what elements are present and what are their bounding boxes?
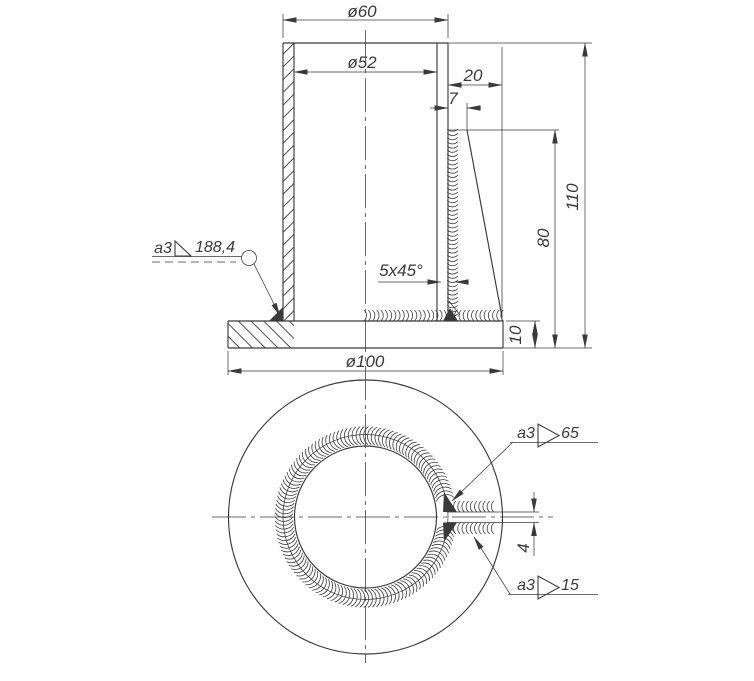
weld-bead-rib-upper xyxy=(453,500,495,513)
weld-bead-rib-to-tube xyxy=(446,128,459,317)
weld-annotation-circumferential: a3 188,4 xyxy=(152,239,281,317)
chamfer-note: 5x45° xyxy=(378,261,469,285)
weld2-value: 65 xyxy=(561,425,579,442)
dim-rib-bottom-width: 20 xyxy=(447,47,503,321)
fillet-weld-symbol-icon xyxy=(537,423,561,448)
dim-plate-diameter: ø100 xyxy=(227,351,504,375)
front-view: ø60 ø52 20 7 80 110 xyxy=(152,2,592,663)
weld-bead-rib-lower xyxy=(453,522,495,535)
dim-total-height: 110 xyxy=(448,42,592,349)
dim-rib-top-width: 7 xyxy=(430,89,481,130)
plate-thickness-label: 10 xyxy=(506,325,525,344)
dim-plate-thickness: 10 xyxy=(506,320,540,349)
tube-outline xyxy=(282,42,449,321)
dim-inner-diameter: ø52 xyxy=(293,53,438,75)
rib-top-width-label: 7 xyxy=(448,89,458,108)
plate-diameter-label: ø100 xyxy=(346,352,385,371)
weld1-prefix: a3 xyxy=(154,240,172,257)
rib-thickness-label: 4 xyxy=(514,543,533,552)
chamfer-label: 5x45° xyxy=(379,261,423,280)
weld-bead-plate-left xyxy=(363,309,447,322)
weld-all-around-icon xyxy=(241,250,257,266)
plate-hatch xyxy=(228,321,294,348)
left-fillet-weld-triangle xyxy=(269,307,283,321)
rib-plan-outline xyxy=(447,511,539,523)
total-height-label: 110 xyxy=(563,183,582,211)
fillet-weld-symbol-icon xyxy=(174,239,193,257)
dim-rib-thickness: 4 xyxy=(514,492,537,556)
rib-bottom-width-label: 20 xyxy=(463,66,483,85)
fillet-weld-symbol-icon xyxy=(537,575,561,600)
weld3-prefix: a3 xyxy=(517,577,535,594)
weld2-prefix: a3 xyxy=(517,425,535,442)
rib-outline xyxy=(448,129,559,318)
outer-diameter-label: ø60 xyxy=(347,2,377,21)
tube-wall-hatch xyxy=(283,43,294,321)
weld3-value: 15 xyxy=(561,577,579,594)
inner-diameter-label: ø52 xyxy=(347,53,377,72)
rib-height-label: 80 xyxy=(534,228,553,247)
weld-bead-plate-right xyxy=(450,309,504,322)
bottom-view: 4 a3 65 a3 15 xyxy=(212,379,598,655)
weld-annotation-rib-lower: a3 15 xyxy=(473,536,598,600)
weld1-value: 188,4 xyxy=(195,239,235,256)
weld-annotation-rib-upper: a3 65 xyxy=(451,423,598,502)
dim-outer-diameter: ø60 xyxy=(282,2,449,38)
dim-rib-height: 80 xyxy=(534,129,558,349)
